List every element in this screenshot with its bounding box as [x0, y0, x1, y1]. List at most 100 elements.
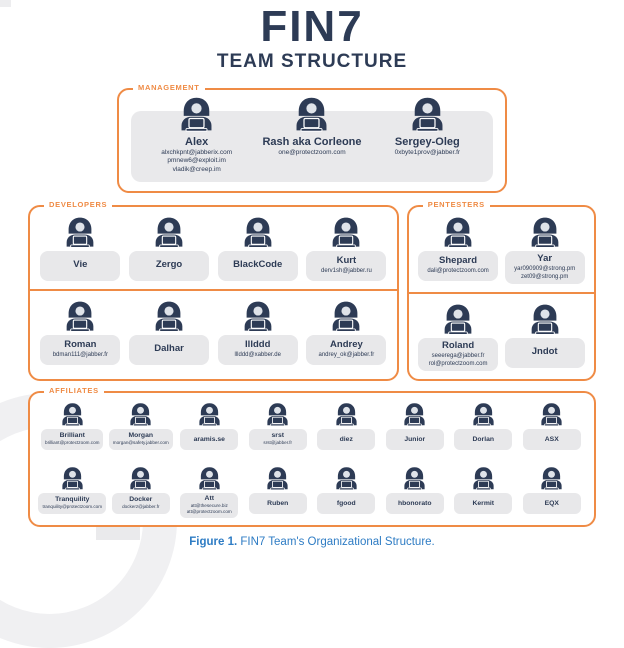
- member-pill: Brilliant brilliant@protectzoom.com: [41, 429, 104, 451]
- hacker-icon: [58, 466, 87, 491]
- member-email: brilliant@protectzoom.com: [45, 440, 100, 446]
- member-email: one@protectzoom.com: [278, 148, 346, 156]
- hacker-icon: [195, 402, 224, 427]
- hacker-icon: [58, 402, 87, 427]
- member-name: Illddd: [245, 339, 271, 351]
- member-name: Tranquility: [55, 496, 90, 504]
- hacker-icon: [61, 216, 99, 249]
- member-emails: 0xbyte1prov@jabber.fr: [395, 149, 461, 158]
- member-email: att@thesecure.biz: [190, 502, 228, 508]
- hacker-icon: [332, 466, 361, 491]
- member-pill: fgood: [317, 493, 376, 515]
- member-email: pmnew6@exploit.im: [167, 157, 226, 165]
- member-email: vladik@creep.im: [172, 166, 221, 174]
- member-email: dockerz@jabber.fr: [122, 504, 160, 510]
- hacker-icon: [526, 303, 564, 336]
- hacker-icon: [439, 216, 477, 249]
- member-name: BlackCode: [233, 259, 283, 271]
- hacker-icon: [175, 96, 218, 133]
- member-emails: morgan@safety.jabber.com: [113, 440, 169, 446]
- member-pill: EQX: [522, 493, 581, 515]
- member-card: Morgan morgan@safety.jabber.com: [107, 402, 176, 451]
- hacker-icon: [126, 466, 155, 491]
- hacker-icon: [290, 96, 333, 133]
- member-email: srst@jabber.fr: [263, 440, 293, 446]
- management-label: MANAGEMENT: [133, 82, 205, 94]
- hacker-icon: [469, 402, 498, 427]
- member-email: seeerega@jabber.fr: [431, 352, 485, 359]
- member-emails: srst@jabber.fr: [263, 440, 292, 446]
- hacker-icon: [327, 300, 365, 333]
- member-name: Zergo: [155, 259, 183, 271]
- hacker-icon: [400, 466, 429, 491]
- member-email: bdman111@jabber.fr: [52, 352, 108, 359]
- hacker-icon: [537, 402, 566, 427]
- member-pill: Junior: [385, 429, 444, 451]
- member-pill: Vie: [40, 250, 121, 281]
- hacker-icon: [239, 300, 277, 333]
- member-email: alxchkpnt@jabberix.com: [161, 148, 233, 156]
- developers-rows: Vie Zergo: [30, 207, 397, 373]
- member-row: Tranquility tranquility@protectzoom.com …: [30, 457, 594, 525]
- member-pill: Dalhar: [129, 334, 210, 365]
- member-emails: dali@protectzoom.com: [427, 267, 488, 275]
- member-name: Jndot: [531, 346, 558, 358]
- member-name: Brilliant: [59, 432, 85, 440]
- developers-label: DEVELOPERS: [44, 199, 113, 211]
- member-card: Dorlan: [449, 402, 518, 451]
- member-emails: derv1sh@jabber.ru: [321, 267, 372, 275]
- member-emails: bdman111@jabber.fr: [53, 351, 108, 359]
- figure-caption-text: FIN7 Team's Organizational Structure.: [240, 535, 435, 548]
- member-card: Ruben: [244, 466, 313, 515]
- hacker-icon: [239, 216, 277, 249]
- member-pill: Kermit: [454, 493, 513, 515]
- member-card: fgood: [312, 466, 381, 515]
- member-row: Shepard dali@protectzoom.com Yar yar0909…: [409, 207, 594, 292]
- member-card: srst srst@jabber.fr: [244, 402, 313, 451]
- member-email: lllddd@xabber.de: [234, 352, 281, 359]
- hacker-icon: [439, 303, 477, 336]
- member-email: rol@protectzoom.com: [428, 360, 488, 367]
- member-email: tranquility@protectzoom.com: [42, 504, 103, 510]
- member-name: aramis.se: [193, 435, 225, 443]
- member-pill: Tranquility tranquility@protectzoom.com: [38, 493, 107, 515]
- member-name: Kurt: [336, 255, 357, 267]
- member-email: derv1sh@jabber.ru: [321, 268, 372, 275]
- member-card: Dalhar: [129, 300, 210, 365]
- member-pill: Roman bdman111@jabber.fr: [40, 334, 121, 365]
- member-email: zet09@strong.pm: [520, 273, 569, 280]
- member-pill: Rash aka Corleone one@protectzoom.com: [260, 135, 363, 157]
- member-card: aramis.se: [175, 402, 244, 451]
- member-card: Kurt derv1sh@jabber.ru: [306, 216, 387, 281]
- hacker-icon: [61, 300, 99, 333]
- member-pill: Dorlan: [454, 429, 513, 451]
- member-email: att@protectzoom.com: [186, 509, 232, 515]
- member-name: Morgan: [128, 432, 154, 440]
- member-name: EQX: [544, 499, 559, 507]
- member-pill: BlackCode: [217, 250, 298, 281]
- member-name: Junior: [404, 435, 426, 443]
- member-row: Brilliant brilliant@protectzoom.com Morg…: [30, 393, 594, 457]
- hacker-icon: [469, 466, 498, 491]
- page-subtitle: TEAM STRUCTURE: [216, 50, 408, 72]
- member-row: Roman bdman111@jabber.fr Dalhar: [30, 288, 397, 373]
- developers-group: DEVELOPERS Vie Zer: [28, 199, 399, 382]
- hacker-icon: [263, 402, 292, 427]
- member-email: yar090909@strong.pm: [514, 265, 576, 272]
- hacker-icon: [327, 216, 365, 249]
- member-emails: tranquility@protectzoom.com: [42, 504, 102, 510]
- member-email: 0xbyte1prov@jabber.fr: [394, 148, 461, 156]
- member-emails: andrey_ok@jabber.fr: [319, 351, 375, 359]
- pentesters-rows: Shepard dali@protectzoom.com Yar yar0909…: [408, 207, 594, 379]
- hacker-icon: [537, 466, 566, 491]
- hacker-icon: [263, 466, 292, 491]
- member-card: Shepard dali@protectzoom.com: [418, 216, 499, 281]
